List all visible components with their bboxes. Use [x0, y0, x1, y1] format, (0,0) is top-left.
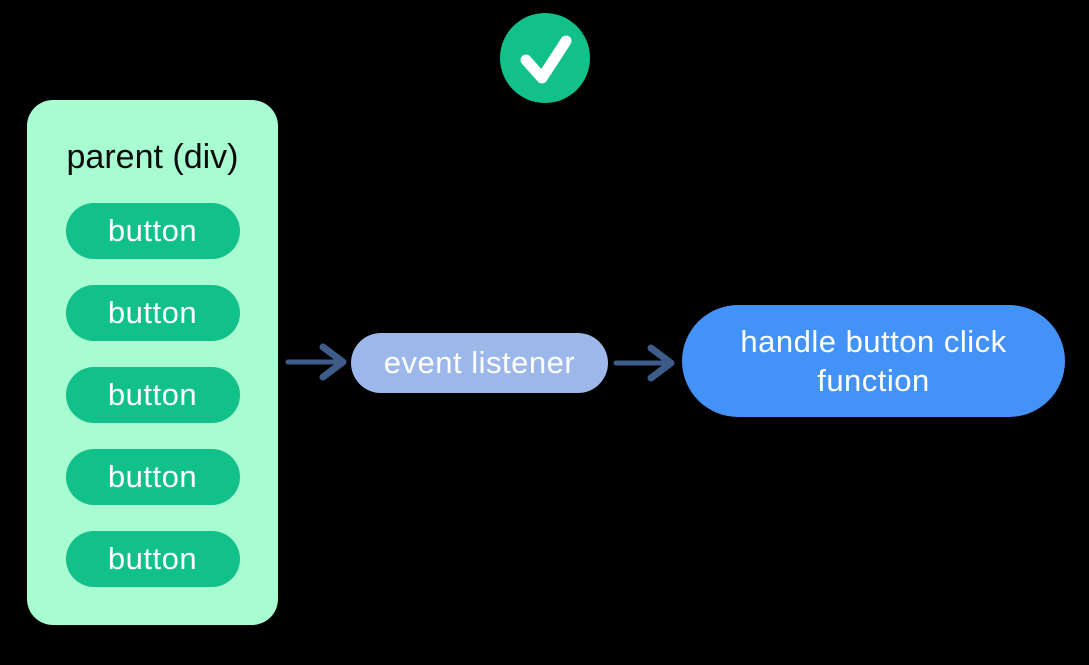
button-pill: button — [65, 449, 240, 505]
arrow-right-icon — [285, 343, 347, 381]
button-pill: button — [65, 285, 240, 341]
button-pill: button — [65, 367, 240, 423]
checkmark-icon — [500, 13, 590, 103]
parent-div-container: parent (div) button button button button… — [27, 100, 278, 625]
button-pill: button — [65, 203, 240, 259]
handle-button-click-node: handle button click function — [682, 305, 1065, 417]
event-listener-node: event listener — [351, 333, 608, 393]
parent-div-label: parent (div) — [66, 137, 239, 176]
arrow-right-icon — [613, 344, 675, 382]
button-pill: button — [65, 531, 240, 587]
